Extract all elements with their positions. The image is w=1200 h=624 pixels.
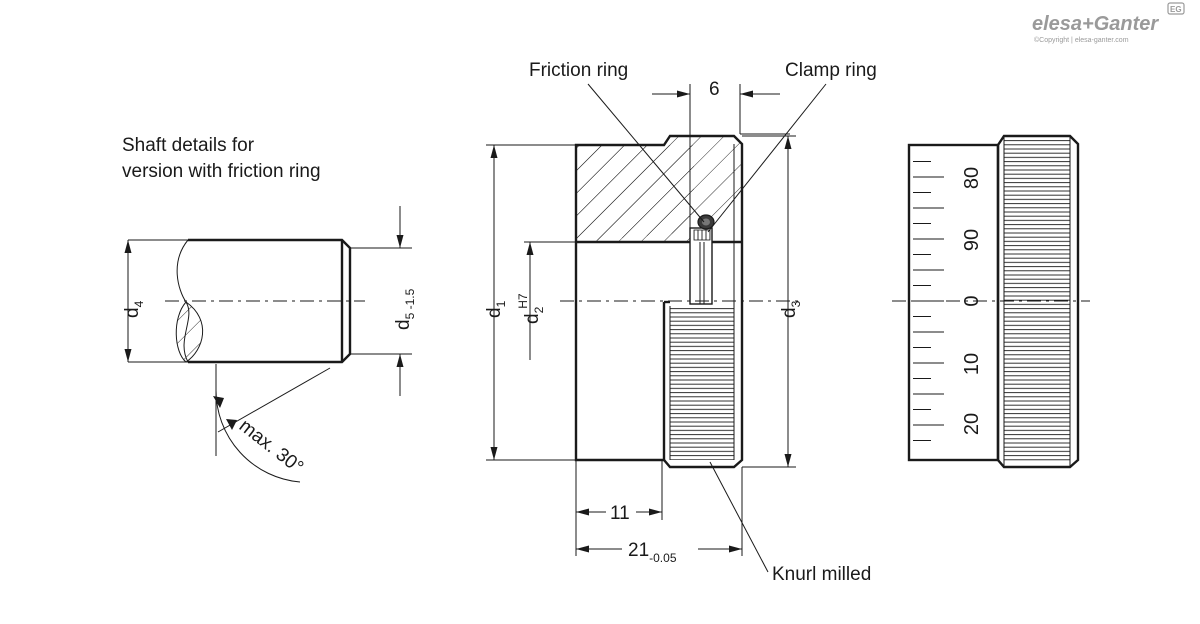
- svg-text:21-0.05: 21-0.05: [628, 540, 677, 565]
- d5-sub: 5 -1.5: [403, 288, 417, 319]
- section-view: Friction ring Clamp ring 6 d1 d2H7: [484, 60, 877, 585]
- d3-sub: 3: [789, 300, 803, 307]
- d5-main: d: [393, 319, 414, 330]
- svg-text:d5 -1.5: d5 -1.5: [393, 288, 417, 330]
- scale-ring: [907, 143, 1000, 462]
- dim6-arrow-right: [740, 90, 753, 98]
- knurl-area: [670, 306, 734, 460]
- d1-arrow-bottom: [490, 447, 498, 460]
- d4-label: d4: [122, 300, 146, 318]
- dim11-bg: [606, 500, 636, 520]
- friction-ring-leader: [587, 83, 705, 223]
- clamp-ring-leader: [707, 83, 827, 233]
- d5-arrow-top: [396, 235, 404, 248]
- angle-arc: [215, 389, 301, 483]
- d2-arrow-top: [526, 242, 534, 255]
- d3-arrow-bottom: [784, 454, 792, 467]
- scale-label: 90: [961, 229, 983, 251]
- label-friction-ring: Friction ring: [529, 60, 628, 81]
- d3-main: d: [779, 307, 800, 318]
- brand-name: elesa+Ganter: [1032, 13, 1159, 35]
- d3-label: d3: [779, 300, 803, 318]
- dim21-arrow-right: [729, 545, 742, 553]
- svg-text:d3: d3: [779, 300, 803, 318]
- shaft-caption-line1: Shaft details for: [122, 135, 255, 156]
- friction-ring-oring-core: [702, 218, 710, 226]
- scale-label: 20: [961, 413, 983, 435]
- d1-sub: 1: [494, 300, 508, 307]
- d5-label: d5 -1.5: [393, 288, 417, 330]
- dim21-bg: [622, 536, 698, 566]
- d1-main: d: [484, 307, 505, 318]
- label-knurl: Knurl milled: [772, 564, 871, 585]
- hub-outline: [574, 134, 744, 469]
- scale-label: 10: [961, 353, 983, 375]
- shaft-caption-line2: version with friction ring: [122, 161, 321, 182]
- angle-text: max. 30°: [235, 415, 307, 478]
- brand-badge-frame: [1167, 2, 1185, 15]
- d1-label: d1: [484, 300, 508, 318]
- d2-tol: H7: [516, 293, 530, 309]
- brand-badge: EG: [1170, 5, 1182, 14]
- angle-leg-slant: [217, 367, 331, 433]
- d4-sub: 4: [132, 300, 146, 307]
- angle-label: max. 30°: [235, 415, 307, 478]
- d4-arrow-bottom: [124, 349, 132, 362]
- svg-text:d4: d4: [122, 300, 146, 318]
- shaft-break-section: [175, 301, 203, 363]
- angle-arrow-1: [213, 396, 224, 408]
- dim11-arrow-left: [576, 508, 589, 516]
- dim21-text: 21: [628, 540, 649, 561]
- label-clamp-ring: Clamp ring: [785, 60, 877, 81]
- d2-sub: 2: [532, 306, 546, 313]
- d2-label: d2H7: [516, 293, 546, 324]
- dim11-arrow-right: [649, 508, 662, 516]
- d3-arrow-top: [784, 136, 792, 149]
- shaft-outline: [188, 238, 352, 364]
- angle-arrow-2: [226, 419, 237, 430]
- svg-text:d1: d1: [484, 300, 508, 318]
- scale-label: 80: [961, 167, 983, 189]
- brand-logo: elesa+Ganter ©Copyright | elesa-ganter.c…: [1032, 2, 1185, 44]
- d5-arrow-bottom: [396, 354, 404, 367]
- dim11-text: 11: [610, 503, 630, 524]
- clamp-ring-teeth: [693, 229, 711, 241]
- d4-arrow-top: [124, 240, 132, 253]
- scale-labels: 80 90 0 10 20: [961, 167, 983, 435]
- d1-arrow-top: [490, 145, 498, 158]
- dim21-arrow-left: [576, 545, 589, 553]
- dim21-tol: -0.05: [649, 551, 677, 565]
- dim6-text: 6: [709, 79, 720, 100]
- scale-view: 80 90 0 10 20: [892, 134, 1090, 469]
- dim6-arrow-left: [677, 90, 690, 98]
- scale-label: 0: [961, 295, 983, 306]
- d2-main: d: [522, 313, 543, 324]
- d4-main: d: [122, 307, 143, 318]
- svg-text:d2H7: d2H7: [516, 293, 546, 324]
- hub-section-hatch-main: [576, 145, 694, 242]
- shaft-view: Shaft details for version with friction …: [122, 135, 417, 483]
- shaft-break-line: [176, 239, 190, 363]
- knob-body: [996, 134, 1080, 469]
- brand-copyright: ©Copyright | elesa-ganter.com: [1034, 36, 1129, 44]
- knurl-leader: [709, 461, 769, 573]
